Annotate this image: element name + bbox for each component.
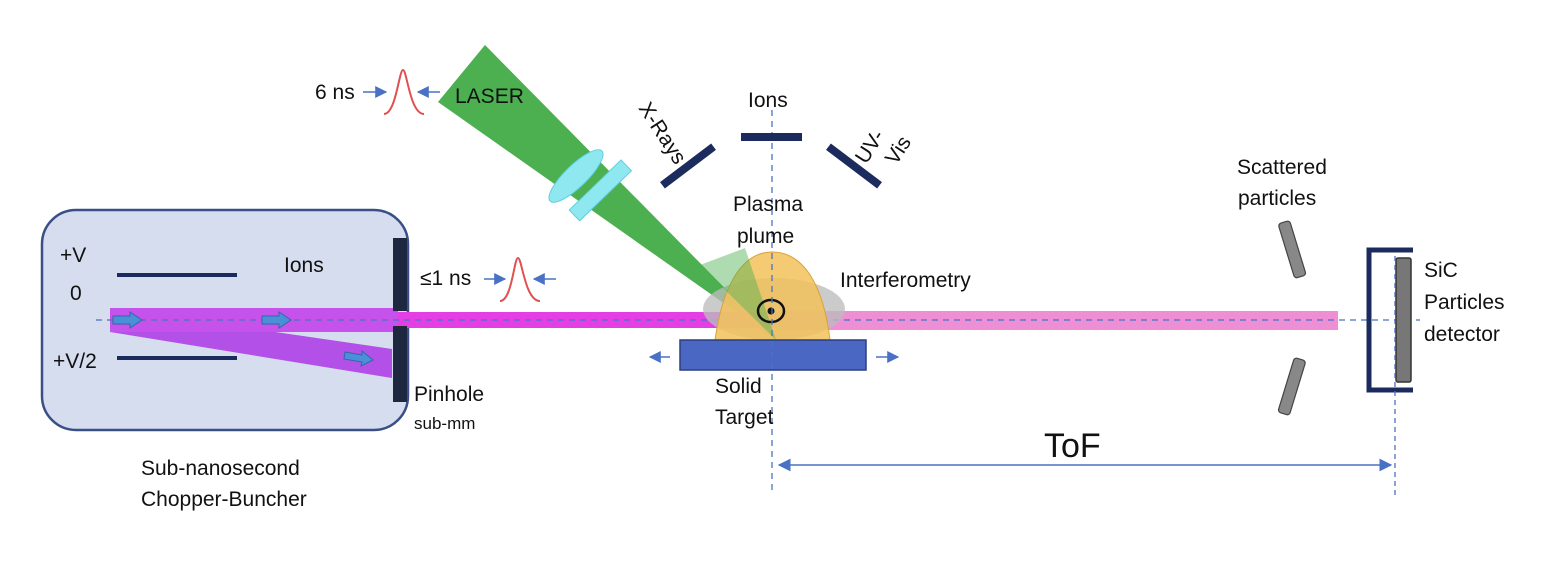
solid-label: Solid	[715, 375, 762, 398]
chopper-label-line1: Sub-nanosecond	[141, 457, 300, 480]
scattered-label: Scattered	[1237, 156, 1327, 179]
upper-deflector-plate	[117, 273, 237, 277]
plasma-plume	[714, 251, 831, 341]
sic-particles-label: Particles	[1424, 291, 1505, 314]
ion-bunch-arrow	[261, 311, 292, 329]
ions-detector-label: Ions	[748, 89, 788, 112]
particles-label: particles	[1238, 187, 1316, 210]
interferometry-label: Interferometry	[840, 269, 971, 292]
pinhole-label: Pinhole	[414, 383, 484, 406]
focusing-lens	[548, 149, 633, 222]
ion-detector-top	[741, 133, 802, 141]
ion-beam-main	[398, 312, 776, 328]
laser-label: LASER	[455, 85, 524, 108]
plus-v-label: +V	[60, 244, 86, 267]
pinhole-plate-upper	[393, 238, 407, 311]
scattered-particle-detector-lower	[1277, 357, 1306, 416]
deflected-ion-bunch-arrow	[343, 349, 374, 367]
scattered-particle-detector-upper	[1278, 220, 1307, 279]
sic-detector-label: detector	[1424, 323, 1500, 346]
zero-volt-label: 0	[70, 282, 82, 305]
chopper-label-line2: Chopper-Buncher	[141, 488, 307, 511]
laser-pulse-shape	[383, 68, 425, 115]
sic-detector-housing	[1366, 247, 1413, 393]
solid-target	[679, 339, 867, 371]
observation-axis-icon	[756, 298, 786, 324]
ion-pulse-shape	[499, 256, 541, 302]
sub-mm-label: sub-mm	[414, 414, 475, 433]
half-v-label: +V/2	[53, 350, 97, 373]
ions-box-label: Ions	[284, 254, 324, 277]
sic-label: SiC	[1424, 259, 1458, 282]
tof-label: ToF	[1044, 427, 1101, 465]
lower-deflector-plate	[117, 356, 237, 360]
sic-detector-element	[1395, 257, 1412, 383]
laser-pulse-duration-label: 6 ns	[315, 81, 355, 104]
uv-label: UV-	[851, 126, 889, 168]
xray-detector	[660, 143, 716, 189]
plasma-label: Plasma	[733, 193, 803, 216]
plume-label: plume	[737, 225, 794, 248]
target-label: Target	[715, 406, 774, 429]
uv-vis-detector	[826, 143, 882, 189]
laser-focal-tip	[700, 248, 776, 340]
xrays-label: X-Rays	[634, 98, 691, 168]
ion-bunch-arrow	[112, 311, 143, 329]
pinhole-plate-lower	[393, 326, 407, 402]
ion-pulse-duration-label: ≤1 ns	[420, 267, 471, 290]
